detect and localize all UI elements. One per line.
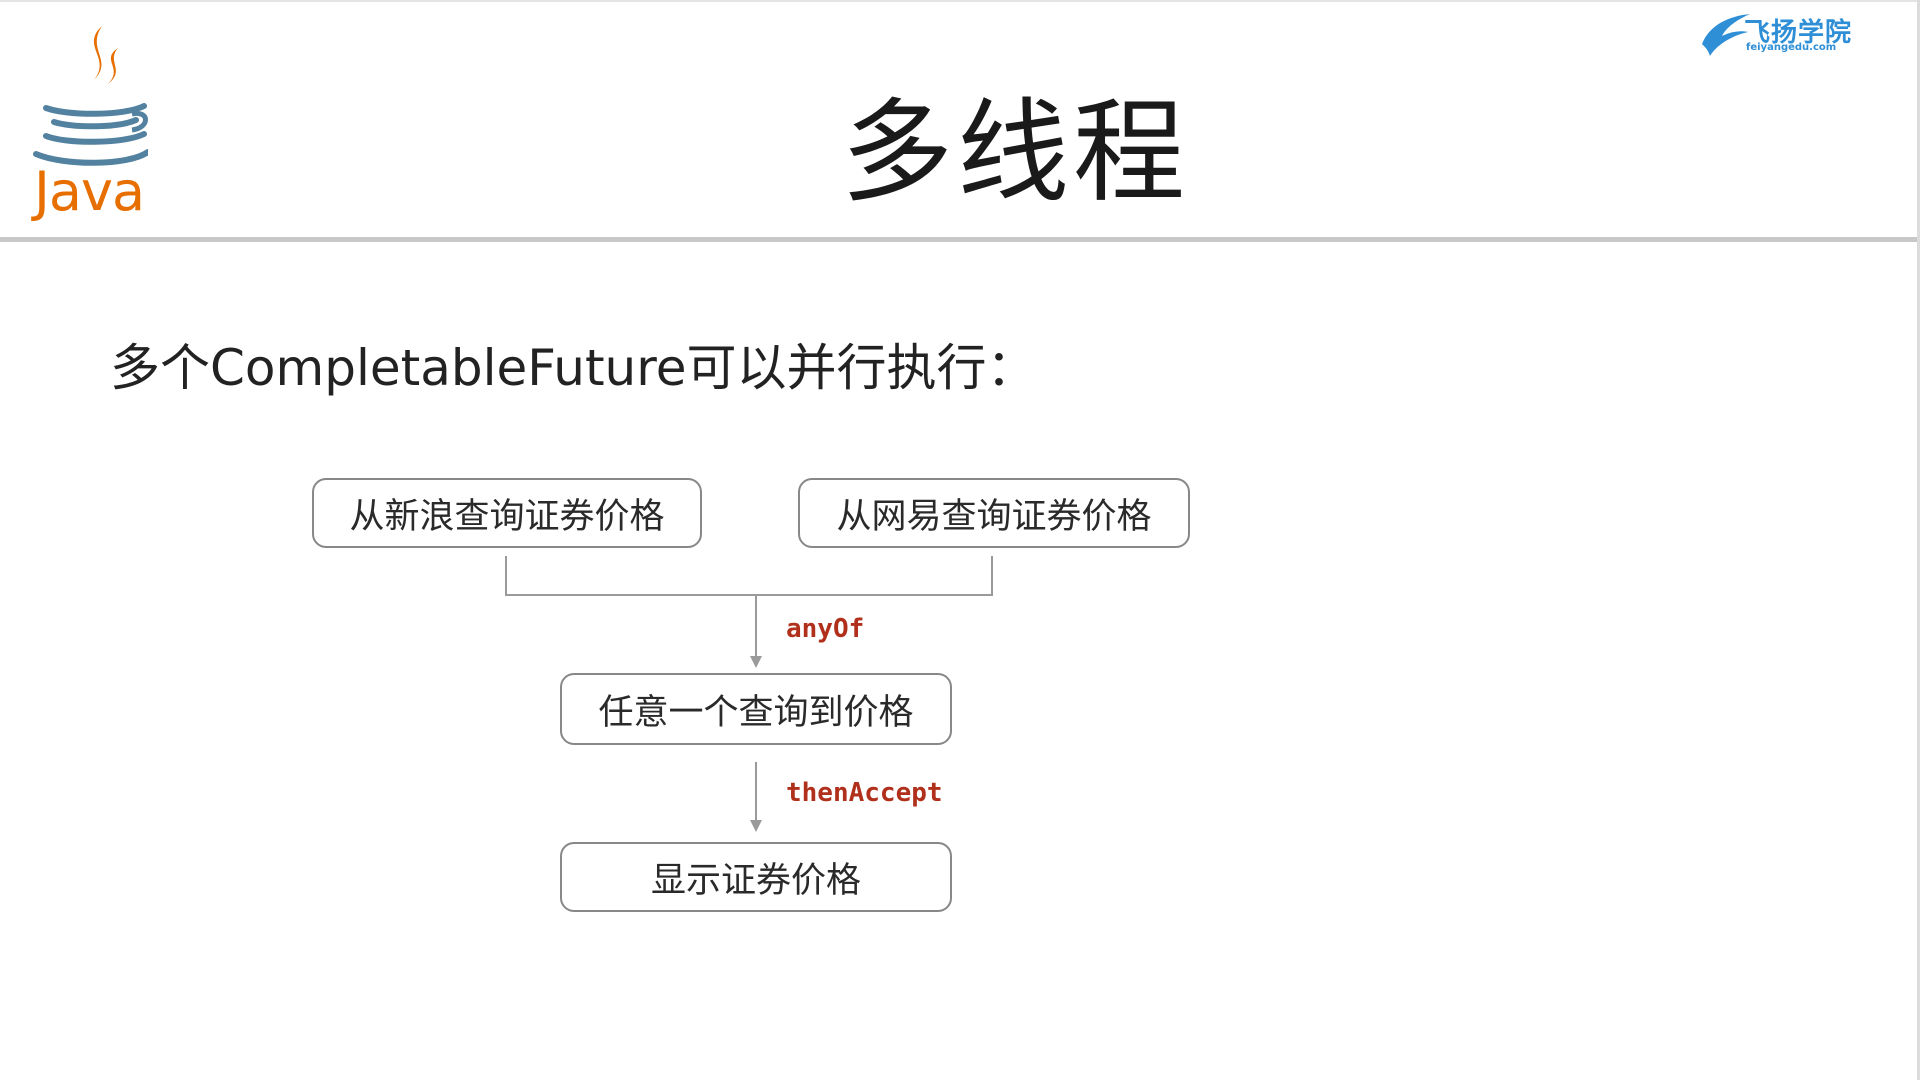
java-logo-text: Java [34, 160, 145, 223]
java-coffee-cup-icon [33, 26, 148, 166]
slide-subtitle: 多个CompletableFuture可以并行执行： [110, 339, 1037, 397]
brand-url: feiyangedu.com [1746, 42, 1837, 53]
merge-connector [505, 556, 993, 596]
merge-arrowhead [750, 656, 762, 668]
page-title: 多线程 [841, 88, 1189, 218]
accept-arrowhead [750, 820, 762, 832]
brand-bird-icon [1702, 14, 1750, 56]
slide-header: Java 多线程 飞扬学院 feiyangedu.com [0, 0, 1920, 242]
top-border [0, 0, 1920, 2]
edge-label-thenaccept: thenAccept [786, 778, 943, 808]
node-sina-query: 从新浪查询证券价格 [312, 478, 702, 548]
right-border [1917, 0, 1920, 1080]
header-divider [0, 237, 1920, 242]
node-netease-query: 从网易查询证券价格 [798, 478, 1190, 548]
brand-name: 飞扬学院 [1744, 18, 1853, 48]
edge-label-anyof: anyOf [786, 614, 865, 644]
node-any-price: 任意一个查询到价格 [560, 673, 952, 745]
node-display-price: 显示证券价格 [560, 842, 952, 912]
